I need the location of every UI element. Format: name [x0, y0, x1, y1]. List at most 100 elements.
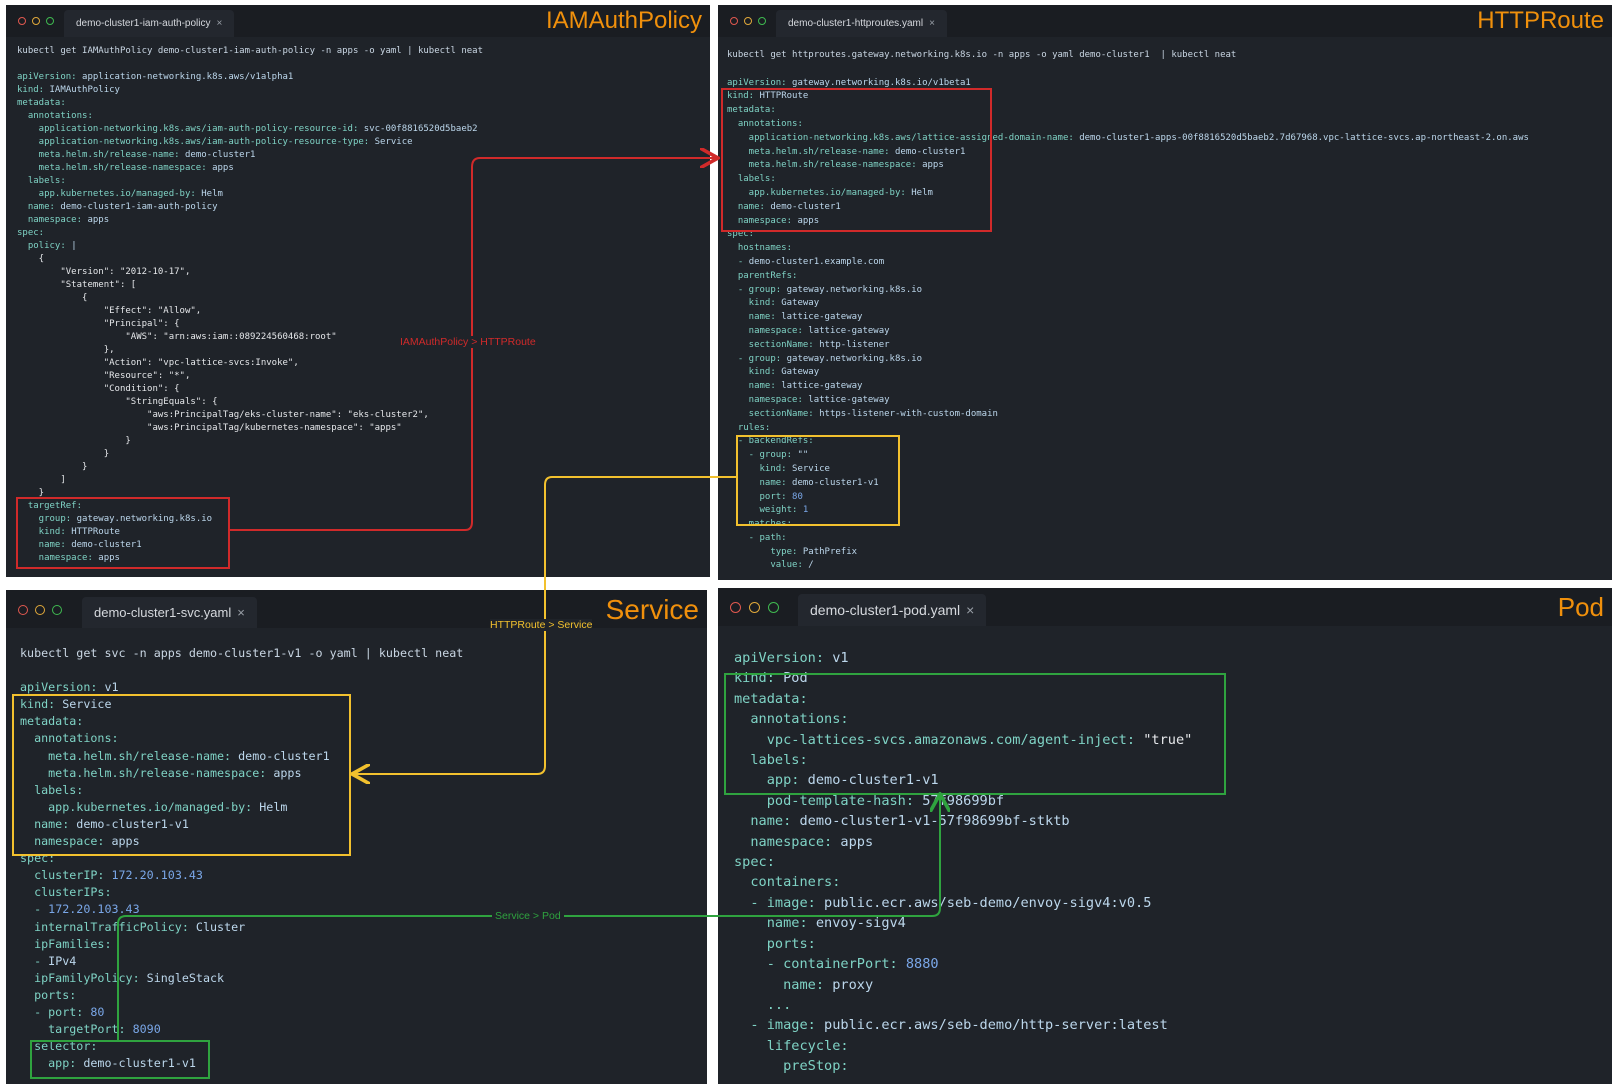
- yaml-key: selector:: [20, 1039, 98, 1054]
- yaml-key: policy:: [17, 241, 72, 251]
- yaml-value: demo-cluster1-v1-57f98699bf-stktb: [799, 813, 1070, 830]
- yaml-value: demo-cluster1-v1: [792, 477, 879, 488]
- yaml-key: name:: [727, 201, 771, 212]
- maximize-window-icon[interactable]: [52, 605, 62, 615]
- file-tab[interactable]: demo-cluster1-pod.yaml×: [798, 594, 987, 626]
- yaml-value: envoy-sigv4: [815, 915, 906, 932]
- yaml-key: parentRefs:: [727, 270, 798, 281]
- yaml-key: app.kubernetes.io/managed-by:: [727, 187, 912, 198]
- yaml-value: |: [71, 241, 77, 251]
- minimize-window-icon[interactable]: [744, 17, 752, 25]
- file-tab-label: demo-cluster1-iam-auth-policy: [76, 18, 211, 29]
- maximize-window-icon[interactable]: [46, 17, 54, 25]
- yaml-value: Helm: [201, 189, 223, 199]
- close-window-icon[interactable]: [18, 605, 28, 615]
- yaml-key: labels:: [20, 782, 84, 797]
- yaml-key: meta.helm.sh/release-namespace:: [20, 765, 274, 780]
- panel-title: Service: [605, 594, 699, 625]
- yaml-key: app.kubernetes.io/managed-by:: [20, 799, 260, 814]
- yaml-string: },: [17, 345, 115, 355]
- yaml-string: "Condition": {: [17, 384, 180, 394]
- yaml-key: annotations:: [734, 711, 849, 728]
- close-window-icon[interactable]: [730, 602, 741, 613]
- yaml-value: svc-00f8816520d5baeb2: [363, 124, 478, 134]
- yaml-key: - path:: [727, 532, 787, 543]
- close-tab-icon[interactable]: ×: [966, 602, 975, 618]
- target-ref-highlight: [16, 497, 230, 569]
- yaml-string: {: [17, 254, 45, 264]
- yaml-key: value:: [727, 560, 809, 571]
- yaml-value: lattice-gateway: [808, 394, 890, 405]
- yaml-key: clusterIPs:: [20, 885, 112, 900]
- yaml-value: Service: [792, 463, 830, 474]
- yaml-value: gateway.networking.k8s.io/v1beta1: [792, 77, 971, 88]
- yaml-value: lattice-gateway: [781, 312, 863, 323]
- yaml-value: Helm: [259, 799, 288, 814]
- yaml-key: apiVersion:: [20, 680, 105, 695]
- yaml-string: "Resource": "*",: [17, 371, 191, 381]
- yaml-code: kubectl get IAMAuthPolicy demo-cluster1-…: [17, 45, 483, 565]
- yaml-string: "true": [1143, 731, 1193, 748]
- yaml-value: /: [808, 560, 814, 571]
- yaml-key: - image:: [734, 1017, 825, 1034]
- yaml-key: meta.helm.sh/release-namespace:: [17, 163, 213, 173]
- file-tab[interactable]: demo-cluster1-httproutes.yaml×: [776, 10, 947, 37]
- yaml-key: labels:: [17, 176, 66, 186]
- close-window-icon[interactable]: [730, 17, 738, 25]
- yaml-key: -: [20, 902, 49, 917]
- yaml-value: PathPrefix: [802, 546, 858, 557]
- yaml-value: v1: [104, 680, 119, 695]
- yaml-key: metadata:: [20, 714, 84, 729]
- file-tab[interactable]: demo-cluster1-iam-auth-policy ×: [64, 10, 235, 37]
- close-tab-icon[interactable]: ×: [216, 18, 223, 29]
- service-panel: demo-cluster1-svc.yaml× Service kubectl …: [6, 590, 707, 1084]
- yaml-value: "": [797, 450, 809, 461]
- title-bar: demo-cluster1-httproutes.yaml×: [718, 5, 1612, 37]
- yaml-key: labels:: [727, 174, 776, 185]
- yaml-value: Cluster: [195, 919, 246, 934]
- yaml-key: kind:: [727, 298, 782, 309]
- yaml-key: name:: [727, 477, 793, 488]
- close-tab-icon[interactable]: ×: [237, 605, 245, 620]
- yaml-value: apps: [111, 834, 140, 849]
- yaml-key: targetPort:: [20, 1022, 133, 1037]
- yaml-key: ipFamilyPolicy:: [20, 970, 147, 985]
- close-tab-icon[interactable]: ×: [929, 18, 935, 29]
- yaml-key: sectionName:: [727, 339, 820, 350]
- yaml-string: }: [17, 436, 131, 446]
- yaml-value: apps: [212, 163, 234, 173]
- minimize-window-icon[interactable]: [35, 605, 45, 615]
- yaml-value: IPv4: [48, 953, 77, 968]
- yaml-key: application-networking.k8s.aws/iam-auth-…: [17, 124, 364, 134]
- kubectl-command: kubectl get httproutes.gateway.networkin…: [727, 50, 1237, 60]
- yaml-key: kind:: [727, 463, 793, 474]
- yaml-key: spec:: [17, 228, 45, 238]
- yaml-value: SingleStack: [146, 970, 225, 985]
- minimize-window-icon[interactable]: [749, 602, 760, 613]
- yaml-value: Gateway: [781, 367, 820, 378]
- yaml-string: "StringEquals": {: [17, 397, 218, 407]
- maximize-window-icon[interactable]: [768, 602, 779, 613]
- yaml-value: IAMAuthPolicy: [49, 85, 120, 95]
- title-bar: demo-cluster1-svc.yaml×: [6, 590, 707, 628]
- minimize-window-icon[interactable]: [32, 17, 40, 25]
- yaml-key: ports:: [734, 935, 816, 952]
- yaml-value: https-listener-with-custom-domain: [819, 408, 998, 419]
- yaml-key: name:: [20, 816, 77, 831]
- maximize-window-icon[interactable]: [758, 17, 766, 25]
- metadata-highlight: [721, 88, 992, 232]
- yaml-key: namespace:: [734, 833, 841, 850]
- yaml-key: labels:: [734, 752, 808, 769]
- close-window-icon[interactable]: [18, 17, 26, 25]
- yaml-number: 1: [802, 505, 809, 516]
- yaml-string: }: [17, 462, 88, 472]
- yaml-key: namespace:: [17, 215, 88, 225]
- yaml-value: apps: [273, 765, 302, 780]
- yaml-string: "aws:PrincipalTag/eks-cluster-name": "ek…: [17, 410, 429, 420]
- iam-to-httproute-label: IAMAuthPolicy > HTTPRoute: [400, 336, 536, 348]
- file-tab[interactable]: demo-cluster1-svc.yaml×: [82, 597, 257, 628]
- yaml-key: - port:: [20, 1004, 91, 1019]
- yaml-key: app.kubernetes.io/managed-by:: [17, 189, 202, 199]
- yaml-key: namespace:: [727, 325, 809, 336]
- yaml-value: Service: [374, 137, 413, 147]
